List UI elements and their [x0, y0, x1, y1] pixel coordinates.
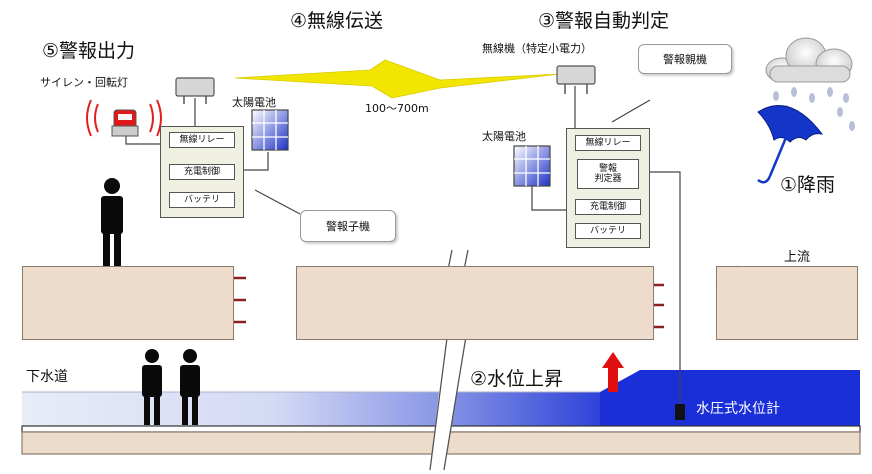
- solar-left-label: 太陽電池: [232, 96, 276, 109]
- master-judge-box: 警報 判定器: [577, 159, 639, 189]
- master-unit-callout: 警報親機: [638, 44, 732, 74]
- antenna-icon: [175, 77, 215, 104]
- range-label: 100～700m: [365, 102, 429, 115]
- rain-cloud-icon: [765, 37, 855, 131]
- master-battery-box: バッテリ: [575, 223, 641, 239]
- master-charge-box: 充電制御: [575, 199, 641, 215]
- master-relay-box: 無線リレー: [575, 135, 641, 151]
- ground-slab-right: [716, 266, 858, 340]
- gauge-sensor: [675, 404, 685, 420]
- sewer-label: 下水道: [26, 369, 68, 385]
- slave-battery-box: バッテリ: [169, 192, 235, 208]
- solar-right-label: 太陽電池: [482, 130, 526, 143]
- ground-slab-left: [22, 266, 234, 340]
- solar-panel-icon: [251, 109, 289, 151]
- antenna-icon: [556, 65, 596, 94]
- person-icon: [142, 349, 162, 425]
- umbrella-icon: [757, 105, 824, 184]
- step4-title: ④無線伝送: [290, 10, 384, 32]
- siren-light-icon: [86, 99, 162, 137]
- slave-relay-box: 無線リレー: [169, 132, 235, 148]
- up-arrow-icon: [602, 352, 624, 392]
- gauge-label: 水圧式水位計: [696, 401, 780, 417]
- solar-panel-icon: [513, 145, 551, 187]
- pipe-stubs: [232, 276, 664, 329]
- slave-unit-callout: 警報子機: [300, 210, 396, 242]
- person-icon: [101, 178, 123, 266]
- ground-slab-middle: [296, 266, 654, 340]
- step3-title: ③警報自動判定: [538, 10, 670, 32]
- upstream-label: 上流: [784, 250, 811, 265]
- master-unit-panel: 無線リレー 警報 判定器 充電制御 バッテリ: [566, 128, 650, 248]
- step2-title: ②水位上昇: [470, 368, 564, 390]
- siren-label: サイレン・回転灯: [40, 76, 128, 89]
- wiring: [125, 86, 681, 412]
- slave-unit-panel: 無線リレー 充電制御 バッテリ: [160, 126, 244, 218]
- step1-title: ①降雨: [780, 174, 836, 196]
- person-icon: [180, 349, 200, 425]
- slave-charge-box: 充電制御: [169, 164, 235, 180]
- radio-unit-label: 無線機（特定小電力）: [482, 42, 592, 55]
- lightning-bolt-icon: [234, 59, 561, 99]
- step5-title: ⑤警報出力: [42, 40, 136, 62]
